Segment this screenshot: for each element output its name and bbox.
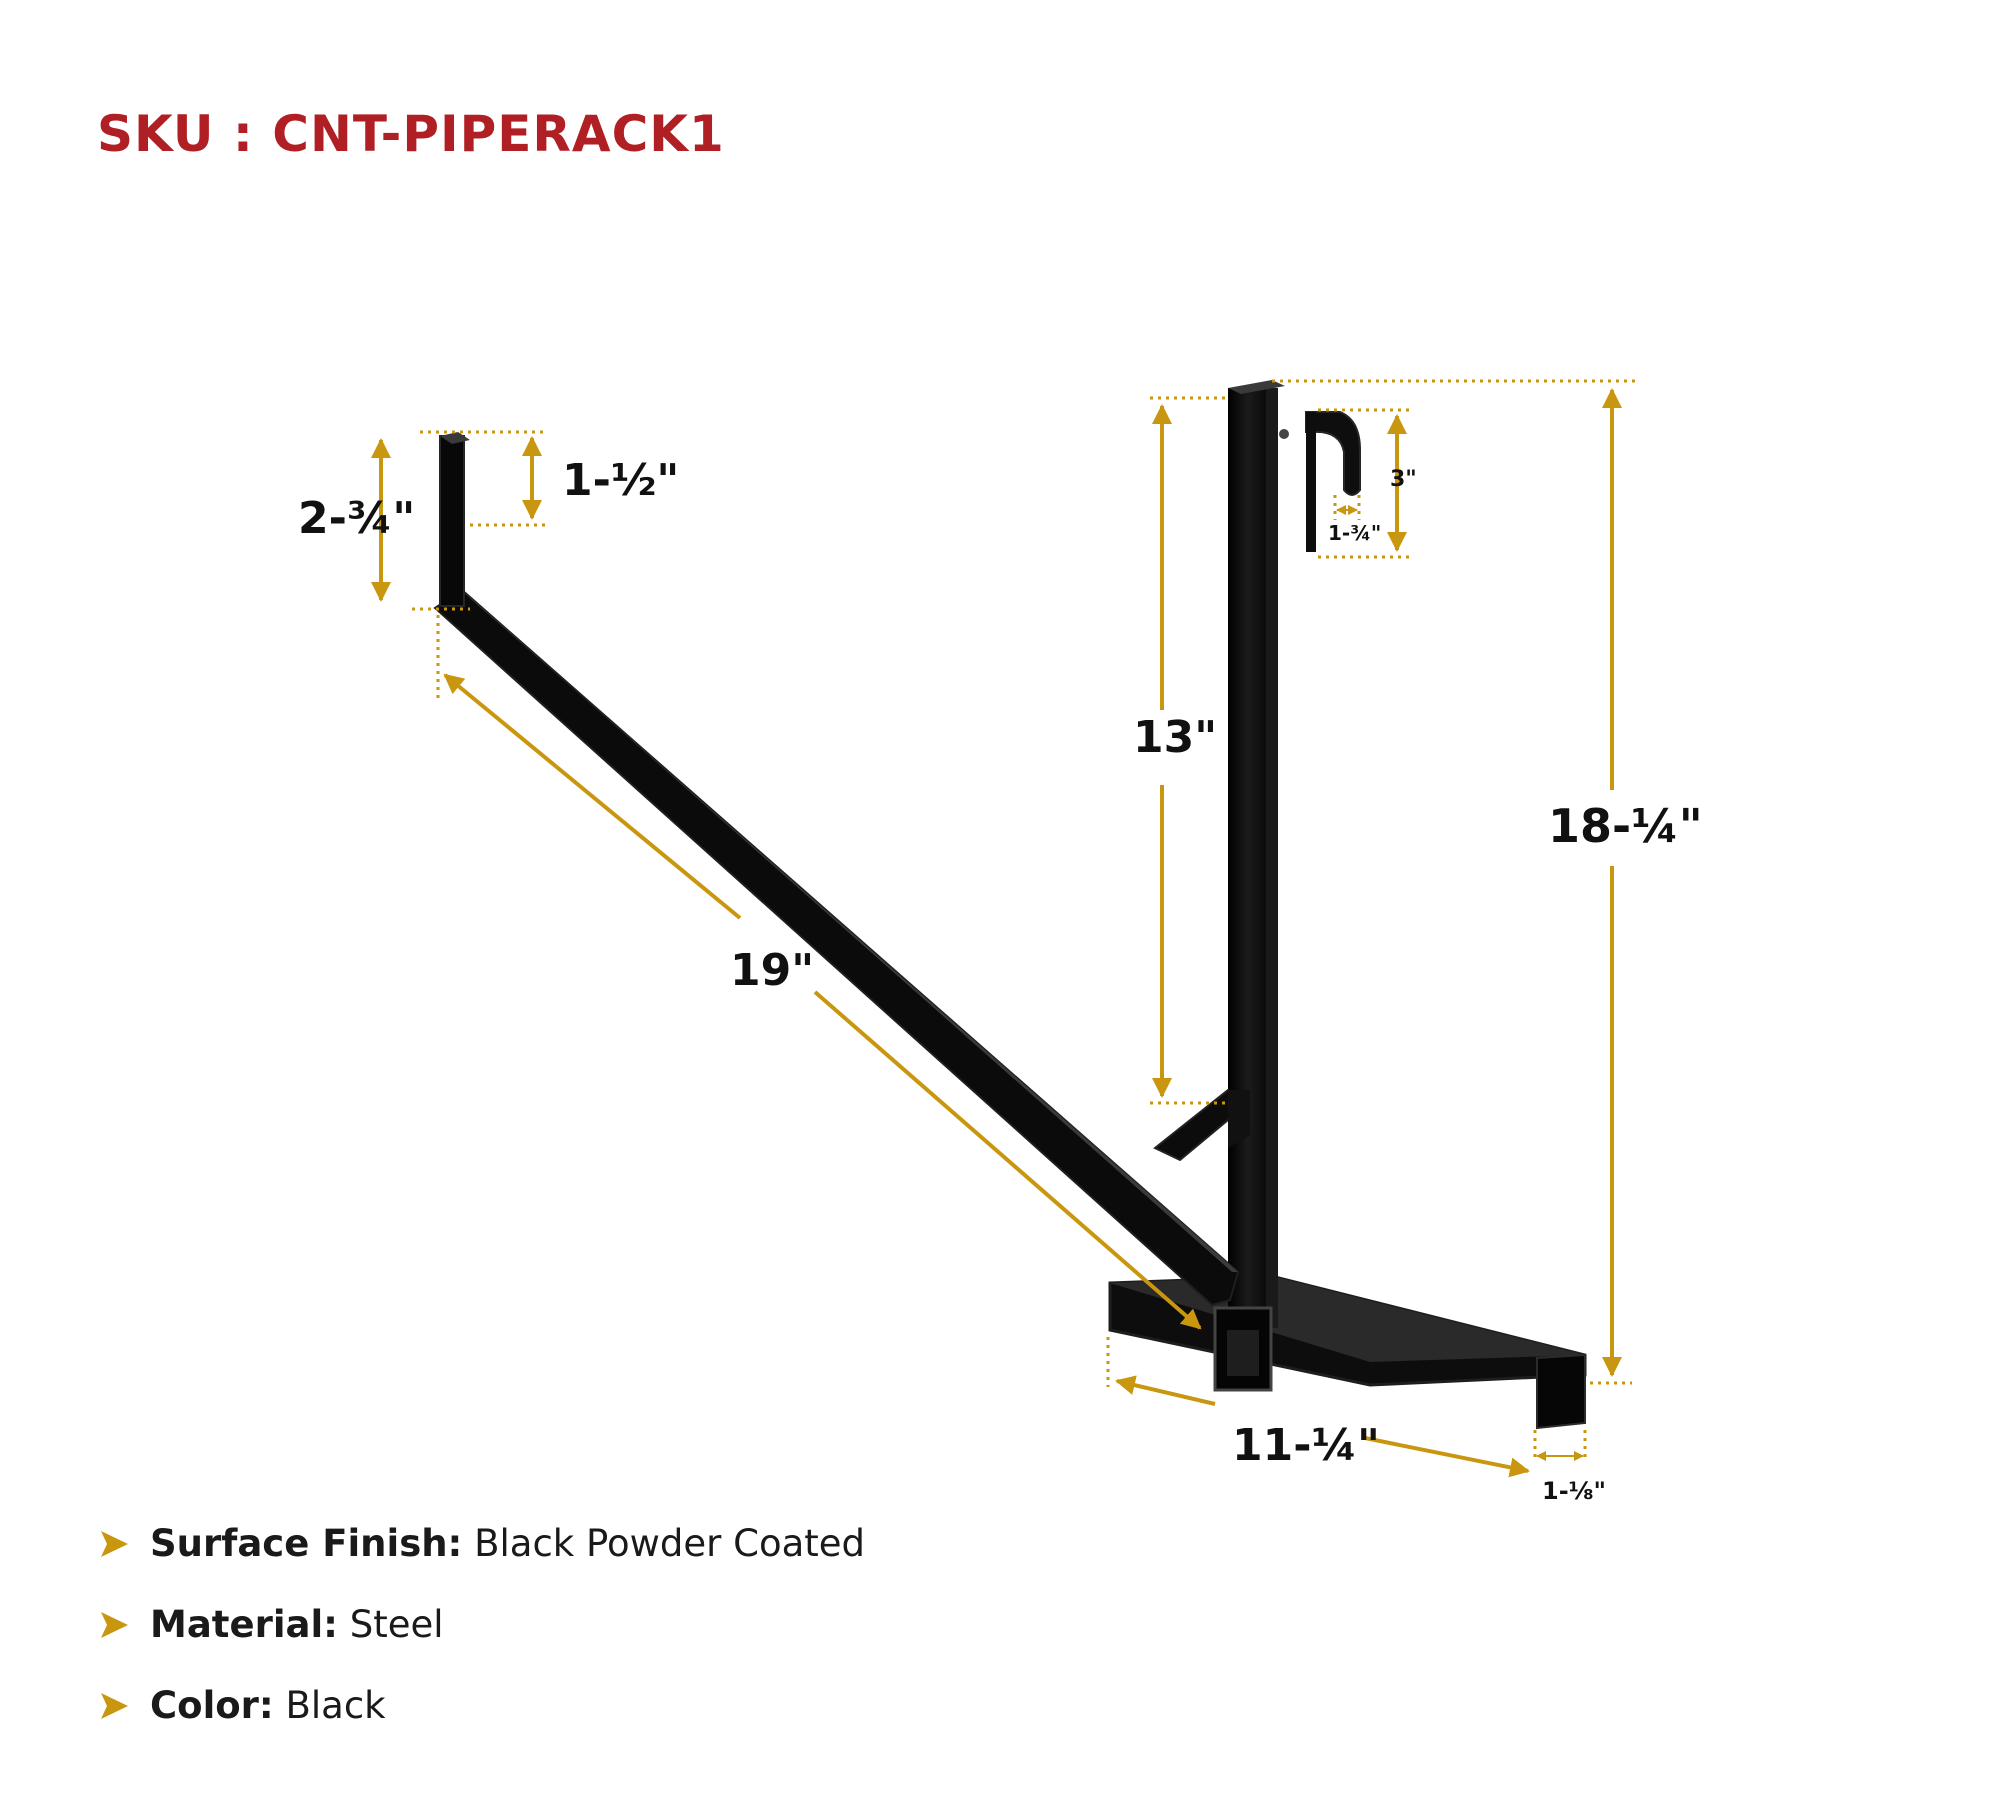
arrow-base-length-b (1364, 1436, 1530, 1478)
feature-value: Black Powder Coated (462, 1522, 866, 1565)
feature-label: Color: (150, 1684, 274, 1727)
list-item: Material: Steel (98, 1584, 998, 1665)
dim-tip-height: 2-¾" (298, 493, 415, 544)
feature-value: Black (273, 1684, 386, 1727)
dimension-arrows (371, 388, 1622, 1478)
arrow-arm-length-b (813, 990, 1202, 1330)
base-bar-end (1536, 1353, 1586, 1430)
dim-arm-length: 19" (730, 945, 814, 996)
diagonal-arm (433, 588, 1240, 1307)
feature-value: Steel (337, 1603, 444, 1646)
vertical-post (1228, 388, 1272, 1328)
list-item: Surface Finish: Black Powder Coated (98, 1503, 998, 1584)
pipe-rack-product (433, 380, 1587, 1430)
chevron-right-icon (101, 1611, 128, 1638)
tip-upright (439, 435, 465, 607)
dim-total-height: 18-¼" (1548, 799, 1703, 853)
dim-hook-height: 3" (1390, 467, 1417, 492)
arrow-base-length-a (1115, 1375, 1216, 1406)
dimension-guides (412, 379, 1638, 1462)
support-brace (1153, 1088, 1242, 1162)
feature-label: Surface Finish: (150, 1522, 463, 1565)
feature-list: Surface Finish: Black Powder Coated Mate… (98, 1503, 998, 1746)
sku-title: SKU : CNT-PIPERACK1 (97, 105, 725, 163)
dim-hook-width: 1-¾" (1328, 521, 1381, 545)
hook (1305, 411, 1361, 496)
dim-tube-size: 1-⅛" (1542, 1477, 1606, 1505)
list-item: Color: Black (98, 1665, 998, 1746)
chevron-right-icon (101, 1530, 128, 1557)
feature-label: Material: (150, 1603, 338, 1646)
dim-base-length: 11-¼" (1232, 1420, 1380, 1471)
arrow-arm-length-a (443, 673, 742, 920)
dim-post-height: 13" (1133, 712, 1217, 763)
chevron-right-icon (101, 1692, 128, 1719)
dim-tip-inner: 1-½" (562, 455, 679, 506)
